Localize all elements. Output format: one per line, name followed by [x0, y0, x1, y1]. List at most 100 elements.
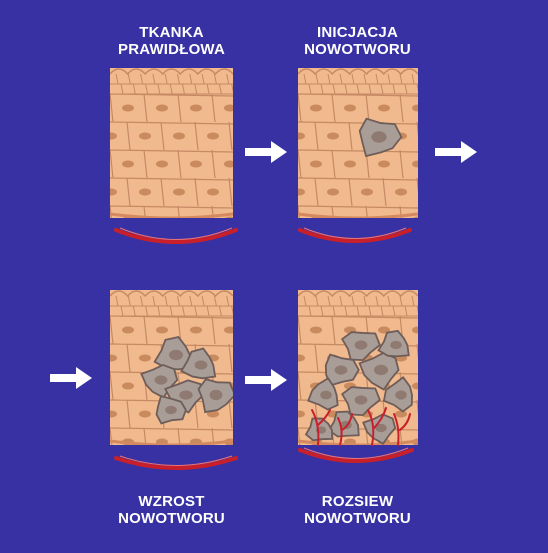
panel-initiation-cell-wall [399, 73, 403, 85]
panel-normal-cell-wall [211, 93, 216, 123]
panel-normal-blood-vessel [114, 228, 238, 244]
panel-growth-cell-wall [231, 305, 233, 316]
panel-normal-cell-wall [211, 205, 214, 218]
panel-normal-cell-wall [110, 205, 112, 218]
panel-initiation-cell-wall [320, 83, 324, 95]
panel-metastasis-cell-wall [368, 305, 372, 317]
panel-initiation-cell-wall [382, 177, 387, 207]
panel-initiation-tissue [298, 68, 441, 218]
panel-growth-cell-wall [126, 343, 131, 373]
panel-growth-cell-wall [228, 343, 233, 373]
panel-normal-cell-wall [201, 73, 205, 85]
panel-initiation-cell-wall [332, 83, 336, 95]
panel-metastasis-capillary [311, 409, 331, 446]
panel-metastasis-tumor-nucleus [320, 390, 332, 400]
panel-growth-nucleus [122, 326, 134, 334]
panel-normal-nucleus [275, 133, 287, 140]
panel-normal-cell-wall [194, 83, 198, 95]
panel-normal-cell-wall [226, 73, 230, 85]
panel-growth-nucleus [241, 355, 253, 362]
panel-normal-surface [110, 68, 233, 76]
panel-normal-cell-wall [228, 177, 233, 207]
panel-growth-tissue [93, 290, 270, 446]
panel-initiation-nucleus [429, 133, 441, 140]
panel-metastasis-nucleus [429, 355, 441, 362]
panel-initiation-nucleus [298, 132, 305, 140]
panel-initiation-cell-wall [327, 73, 331, 85]
panel-metastasis-cell-wall [375, 295, 379, 307]
panel-growth-cell-wall [218, 305, 222, 317]
panel-growth-cell-wall [177, 295, 180, 307]
panel-normal-cell-wall [177, 73, 180, 85]
panel-metastasis-nucleus [446, 383, 458, 390]
panel-metastasis-tumor-nucleus [390, 340, 402, 350]
panel-normal-nucleus [225, 216, 233, 218]
panel-metastasis-row-line [298, 315, 418, 319]
panel-metastasis-cell-wall [451, 400, 454, 428]
panel-normal-cell-wall [76, 150, 79, 178]
panel-growth-nucleus [258, 439, 270, 446]
panel-growth-nucleus [207, 410, 219, 418]
panel-metastasis-cell-wall [363, 295, 367, 307]
panel-normal-nucleus [258, 105, 270, 112]
panel-initiation-cell-wall [356, 83, 360, 95]
panel-metastasis-cell-wall [399, 295, 403, 307]
panel-normal-cell-wall [143, 93, 148, 123]
panel-metastasis-nucleus [298, 410, 305, 418]
panel-growth-cell-wall [169, 305, 173, 317]
panel-initiation-cell-wall [399, 149, 404, 179]
panel-normal-tissue [76, 68, 287, 224]
panel-normal-nucleus [88, 105, 100, 112]
panel-normal-cell-wall [177, 205, 180, 218]
panel-initiation-cell-wall [416, 83, 418, 92]
panel-normal-nucleus [139, 132, 151, 140]
panel-initiation-tumor-nucleus [371, 131, 387, 143]
panel-normal-cell-wall [177, 93, 182, 123]
panel-growth-cell-wall [143, 315, 148, 345]
panel-normal-nucleus [258, 217, 270, 224]
panel-growth-tumor-nucleus [168, 349, 184, 361]
panel-normal-nucleus [241, 189, 253, 196]
panel-growth-cell-wall [93, 344, 96, 372]
panel-growth-cell-wall [228, 399, 233, 429]
panel-metastasis-cell-wall [264, 316, 267, 344]
panel-normal-cell-wall [157, 83, 161, 95]
panel-initiation-nucleus [310, 104, 322, 112]
panel-normal-basement [110, 212, 233, 218]
panel-growth-nucleus [110, 410, 117, 418]
panel-initiation-nucleus [395, 188, 407, 196]
panel-metastasis-basement [298, 439, 418, 445]
panel-initiation-vessel-highlight [303, 227, 407, 239]
panel-metastasis-tumor-nucleus [375, 423, 387, 433]
panel-normal-cell-wall [127, 73, 131, 85]
panel-metastasis-nucleus [276, 327, 288, 334]
panel-growth-cell-wall [189, 295, 193, 307]
panel-metastasis-nucleus [446, 327, 458, 334]
panel-initiation-cell-wall [339, 73, 343, 85]
panel-growth-cell-wall [115, 295, 119, 307]
panel-normal-cell-wall [263, 122, 266, 150]
right-arrow-icon [50, 367, 92, 389]
panel-normal-cell-wall [206, 83, 210, 95]
panel-normal-row-line [110, 177, 233, 181]
panel-initiation-nucleus [310, 160, 322, 168]
panel-initiation-nucleus [429, 189, 441, 196]
panel-normal-nucleus [156, 104, 168, 112]
panel-metastasis-nucleus [298, 354, 305, 362]
panel-growth-cell-wall [246, 316, 249, 344]
panel-normal-cell-wall [140, 73, 144, 85]
panel-initiation-nucleus [327, 188, 339, 196]
panel-growth-cell-wall [132, 305, 136, 317]
panel-initiation-cell-wall [298, 205, 300, 218]
panel-initiation-cell-wall [411, 73, 415, 85]
panel-normal-nucleus [110, 132, 117, 140]
panel-growth-cell-wall [194, 305, 198, 317]
panel-initiation-nucleus [378, 104, 390, 112]
panel-metastasis-cell-wall [298, 315, 302, 345]
panel-growth-vessel-highlight [119, 455, 233, 466]
panel-initiation-cell-wall [314, 177, 319, 207]
panel-growth-cell-wall [157, 305, 161, 317]
panel-metastasis-tissue [264, 290, 458, 445]
panel-growth-cell-wall [211, 315, 216, 345]
panel-initiation-cell-wall [365, 93, 370, 123]
